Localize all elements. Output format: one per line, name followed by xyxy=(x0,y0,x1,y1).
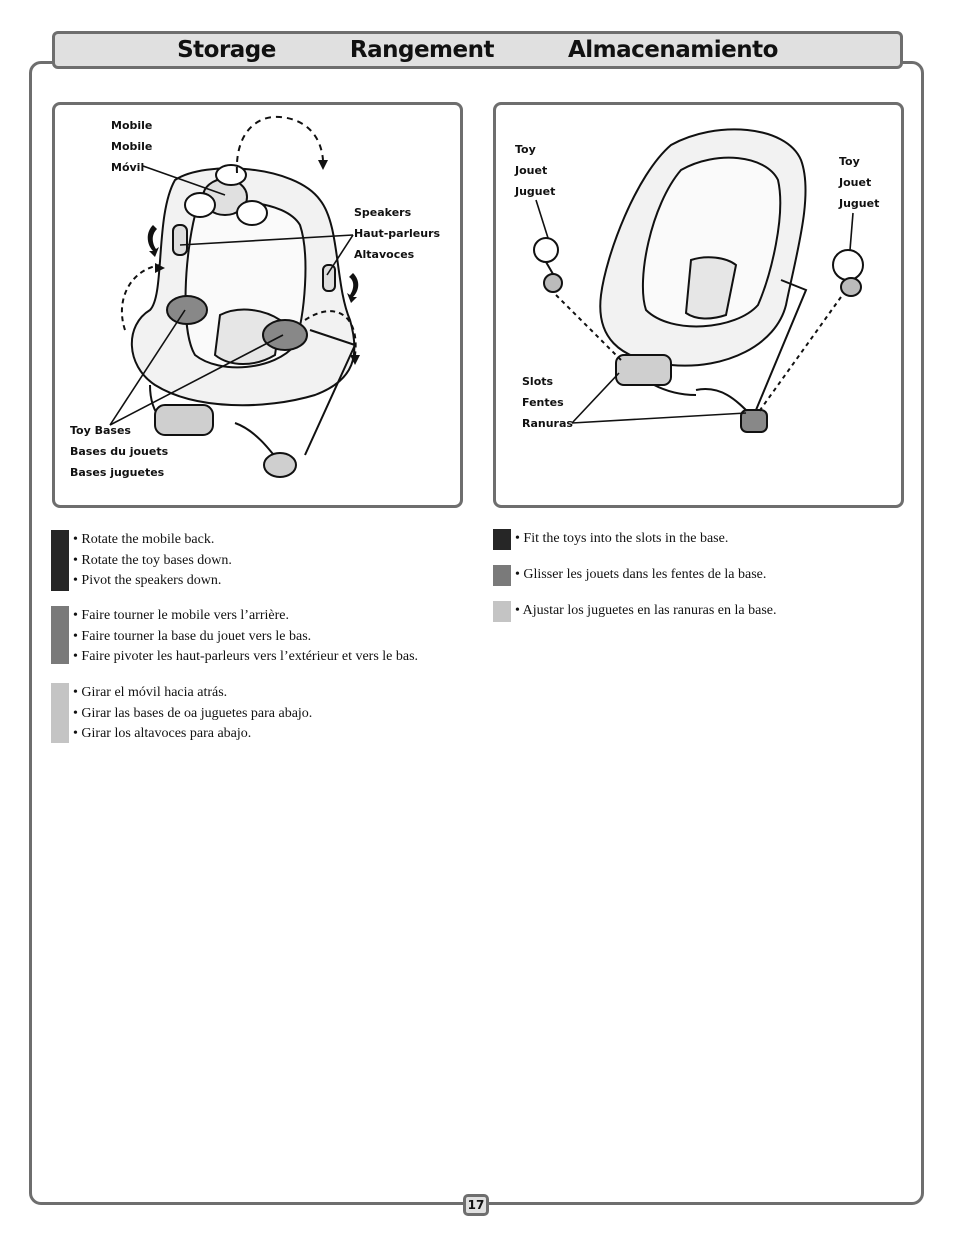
slots-label: Slots Fentes Ranuras xyxy=(522,375,573,430)
speakers-label: Speakers Haut-parleurs Altavoces xyxy=(354,206,441,261)
toy-label-left: Toy Jouet Juguet xyxy=(515,143,556,198)
bouncer-toy-slots-illustration xyxy=(533,128,864,433)
toy-bases-label: Toy Bases Bases du jouets Bases juguetes xyxy=(70,424,169,479)
instruction-line: • Girar los altavoces para abajo. xyxy=(73,726,252,741)
language-swatch-english xyxy=(493,529,511,550)
instruction-line: • Fit the toys into the slots in the bas… xyxy=(515,531,729,546)
illustration-panel-storage: Mobile Mobile Móvil Speakers Haut-parleu… xyxy=(52,102,463,508)
instruction-line: • Rotate the toy bases down. xyxy=(73,552,232,568)
left-steps-french: • Faire tourner le mobile vers l’arrière… xyxy=(51,606,418,668)
language-swatch-spanish xyxy=(51,683,69,743)
instruction-line: • Rotate the mobile back. xyxy=(73,532,215,547)
title-french: Rangement xyxy=(349,37,495,63)
instruction-line: • Faire tourner la base du jouet vers le… xyxy=(73,628,312,644)
instruction-line: • Ajustar los juguetes en las ranuras en… xyxy=(515,603,777,618)
title-spanish: Almacenamiento xyxy=(567,37,778,63)
toy-label-right: Toy Jouet Juguet xyxy=(839,155,880,210)
instruction-line: • Faire tourner le mobile vers l’arrière… xyxy=(73,608,289,623)
instruction-line: • Glisser les jouets dans les fentes de … xyxy=(515,567,767,582)
bouncer-storage-illustration xyxy=(109,115,360,478)
illustration-panel-toy-slots: Toy Jouet Juguet Toy Jouet Juguet Slots … xyxy=(493,102,904,508)
language-swatch-english xyxy=(51,530,69,591)
right-step-english: • Fit the toys into the slots in the bas… xyxy=(493,529,728,550)
left-steps-spanish: • Girar el móvil hacia atrás. • Girar la… xyxy=(51,683,312,745)
mobile-label: Mobile Mobile Móvil xyxy=(111,119,153,174)
instruction-line: • Pivot the speakers down. xyxy=(73,573,222,588)
language-swatch-french xyxy=(51,606,69,664)
right-step-french: • Glisser les jouets dans les fentes de … xyxy=(493,565,766,586)
language-swatch-spanish xyxy=(493,601,511,622)
instruction-line: • Girar las bases de oa juguetes para ab… xyxy=(73,705,313,721)
title-bar: Storage Rangement Almacenamiento xyxy=(52,31,903,69)
language-swatch-french xyxy=(493,565,511,586)
left-steps-english: • Rotate the mobile back. • Rotate the t… xyxy=(51,530,232,592)
page-number: 17 xyxy=(463,1194,489,1216)
instruction-line: • Girar el móvil hacia atrás. xyxy=(73,685,228,700)
right-step-spanish: • Ajustar los juguetes en las ranuras en… xyxy=(493,601,777,622)
instruction-line: • Faire pivoter les haut-parleurs vers l… xyxy=(73,649,419,664)
title-english: Storage xyxy=(177,37,276,63)
